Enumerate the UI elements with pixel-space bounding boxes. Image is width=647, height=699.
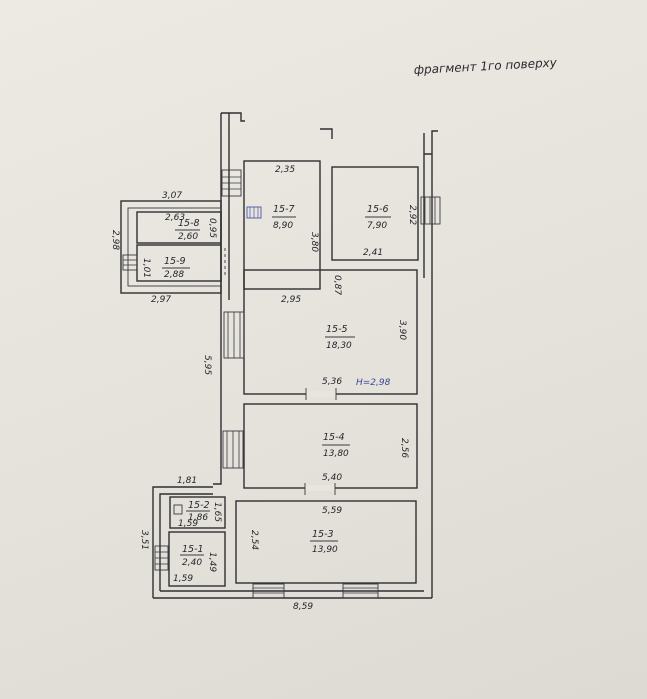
dim-lower-block-width: 1,81 — [177, 476, 197, 486]
header-note: фрагмент 1го поверху — [413, 55, 558, 77]
dim-room8-width: 2,63 — [165, 213, 185, 223]
dim-room8-height: 0,95 — [207, 218, 217, 238]
dim-passage: 0,87 — [332, 275, 342, 295]
room-15-7-number: 15-7 — [273, 204, 295, 215]
dim-room1-height: 1,49 — [207, 552, 217, 572]
room-15-2-area: 1,86 — [188, 513, 208, 523]
room-15-3-number: 15-3 — [312, 529, 334, 540]
room-15-8-outline — [136, 211, 222, 244]
room-15-6-outline — [331, 166, 419, 261]
room-15-6-area: 7,90 — [367, 221, 387, 231]
room-15-2-outline — [169, 496, 226, 529]
dim-room6-height: 2,92 — [407, 205, 417, 225]
room-15-5-area: 18,30 — [326, 341, 352, 351]
radiator-icon — [246, 206, 262, 219]
dim-room2-width: 1,59 — [178, 519, 198, 529]
room-15-9-area: 2,88 — [164, 270, 184, 280]
room-15-2-number: 15-2 — [188, 500, 210, 511]
ceiling-height-note: Н=2,98 — [356, 378, 391, 388]
fraction-lines — [162, 216, 391, 556]
fixture-icon — [173, 504, 183, 515]
dim-annex-bottom: 2,97 — [151, 295, 171, 305]
dim-annex-width: 3,07 — [162, 191, 182, 201]
windows — [122, 169, 441, 599]
dim-room6-width: 2,41 — [363, 248, 383, 258]
room-15-7-area: 8,90 — [273, 221, 293, 231]
dim-room3-width: 5,59 — [322, 506, 342, 516]
room-15-6-number: 15-6 — [367, 204, 389, 215]
dim-room5-width: 5,36 — [322, 377, 342, 387]
room-15-4-area: 13,80 — [323, 449, 349, 459]
room-15-1-area: 2,40 — [182, 558, 202, 568]
room-15-1-number: 15-1 — [182, 544, 204, 555]
dim-room2-height: 1,65 — [212, 502, 222, 522]
room-15-3-area: 13,90 — [312, 545, 338, 555]
dim-room7-height: 3,80 — [309, 232, 319, 252]
dim-room5-height: 3,90 — [397, 320, 407, 340]
room-15-4-number: 15-4 — [323, 432, 345, 443]
dim-room7-width: 2,35 — [275, 165, 295, 175]
dim-total-width: 8,59 — [293, 602, 313, 612]
room-15-3-outline — [235, 500, 417, 584]
dim-room4-width: 5,40 — [322, 473, 342, 483]
dim-corridor-length: 5,95 — [202, 355, 212, 375]
room-15-8-number: 15-8 — [178, 218, 200, 229]
room-15-5-number: 15-5 — [326, 324, 348, 335]
left-annex — [120, 200, 222, 294]
dim-room1-width: 1,59 — [173, 574, 193, 584]
dim-room9-height: 1,01 — [141, 258, 151, 278]
room-15-8-area: 2,60 — [178, 232, 198, 242]
dim-room4-height: 2,56 — [399, 438, 409, 458]
dim-lower-block-height: 3,51 — [139, 530, 149, 550]
dim-annex-height: 2,98 — [110, 230, 120, 250]
room-15-9-number: 15-9 — [164, 256, 186, 267]
door-openings — [224, 248, 337, 495]
dim-room7-bottom: 2,95 — [281, 295, 301, 305]
outer-walls — [152, 112, 438, 599]
room-15-7-outline — [243, 160, 321, 290]
dim-room3-height: 2,54 — [249, 530, 259, 550]
room-15-1-outline — [168, 531, 226, 587]
